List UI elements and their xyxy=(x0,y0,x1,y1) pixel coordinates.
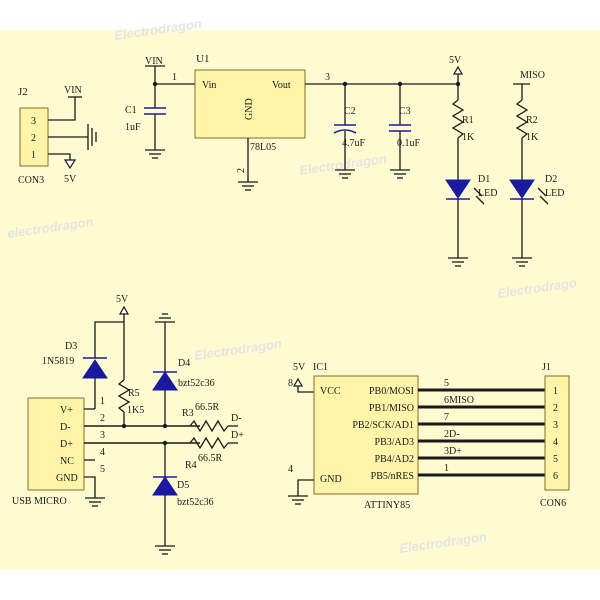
mcu-net-3-dplus: 3D+ xyxy=(444,446,462,457)
vin-net-label: VIN xyxy=(145,56,163,67)
usb-connector-body xyxy=(27,397,85,491)
mcu-pin8: 8 xyxy=(288,378,293,389)
r4-value: 66.5R xyxy=(198,453,223,464)
regulator-section: VIN 1 C1 1uF U1 Vin Vout GND 78L05 2 3 xyxy=(125,53,463,191)
d1-ref: D1 xyxy=(478,174,490,185)
mcu-pin-pb5: PB5/nRES xyxy=(371,471,414,482)
j1-ref: J1 xyxy=(542,362,551,373)
mcu-pin-pb4: PB4/AD2 xyxy=(375,454,414,465)
u1-vin-pin: Vin xyxy=(202,80,216,91)
d1-value: LED xyxy=(478,188,497,199)
mcu-net-2-dminus: 2D- xyxy=(444,429,460,440)
u1-ref: U1 xyxy=(196,53,209,65)
mcu-pin-pb0: PB0/MOSI xyxy=(369,386,414,397)
j2-pin-1: 1 xyxy=(31,150,36,161)
dplus-net-label: D+ xyxy=(231,430,244,441)
r3-ref: R3 xyxy=(182,408,194,419)
d3-ref: D3 xyxy=(65,341,77,352)
d4-ref: D4 xyxy=(178,358,190,369)
r5-value: 1K5 xyxy=(127,405,144,416)
usb-name: USB MICRO xyxy=(12,496,67,507)
usb-pin-dplus: D+ xyxy=(60,439,73,450)
d2-ref: D2 xyxy=(545,174,557,185)
j1-pin-1: 1 xyxy=(553,386,558,397)
mcu-net-1: 1 xyxy=(444,463,449,474)
mcu-pin-pb1: PB1/MISO xyxy=(369,403,414,414)
connector-j2: J2 3 2 1 CON3 VIN 5V xyxy=(18,85,97,186)
c3-ref: C3 xyxy=(399,106,411,117)
usb-5v-label: 5V xyxy=(116,294,129,305)
usb-pin-gnd: GND xyxy=(56,473,78,484)
j1-pin-5: 5 xyxy=(553,454,558,465)
mcu-pin-pb2: PB2/SCK/AD1 xyxy=(352,420,414,431)
c1-ref: C1 xyxy=(125,105,137,116)
c2-value: 4.7uF xyxy=(342,138,366,149)
u1-part: 78L05 xyxy=(250,142,276,153)
j2-vin-label: VIN xyxy=(64,85,82,96)
net-3-label: 3 xyxy=(325,72,330,83)
ic1-ref: IC1 xyxy=(313,362,328,373)
mcu-vcc: VCC xyxy=(320,386,341,397)
j2-5v-label: 5V xyxy=(64,174,77,185)
c1-value: 1uF xyxy=(125,122,141,133)
d4-value: bzt52c36 xyxy=(178,378,215,389)
j2-pin-2: 2 xyxy=(31,133,36,144)
dminus-net-label: D- xyxy=(231,413,242,424)
led-section: R1 1K D1 LED MISO R2 1K D2 LED xyxy=(445,70,564,267)
usb-pin-vplus: V+ xyxy=(60,405,73,416)
j2-pin-3: 3 xyxy=(31,116,36,127)
mcu-pin4: 4 xyxy=(288,464,293,475)
r2-ref: R2 xyxy=(526,115,538,126)
miso-net-label: MISO xyxy=(520,70,545,81)
r2-value: 1K xyxy=(526,132,539,143)
j1-pin-4: 4 xyxy=(553,437,558,448)
mcu-net-7: 7 xyxy=(444,412,449,423)
u1-body xyxy=(194,69,306,139)
usb-num-4: 4 xyxy=(100,447,105,458)
mcu-section: 5V IC1 8 VCC GND PB0/MOSI PB1/MISO PB2/S… xyxy=(287,362,545,511)
r3-value: 66.5R xyxy=(195,402,220,413)
mcu-net-5: 5 xyxy=(444,378,449,389)
attiny85-part: ATTINY85 xyxy=(364,500,410,511)
usb-num-3: 3 xyxy=(100,430,105,441)
usb-num-5: 5 xyxy=(100,464,105,475)
mcu-pin-pb3: PB3/AD3 xyxy=(375,437,414,448)
usb-num-2: 2 xyxy=(100,413,105,424)
j1-pin-3: 3 xyxy=(553,420,558,431)
usb-pin-nc: NC xyxy=(60,456,74,467)
mcu-5v-label: 5V xyxy=(293,362,306,373)
j2-name: CON3 xyxy=(18,175,44,186)
attiny85-body xyxy=(313,375,419,495)
d2-value: LED xyxy=(545,188,564,199)
mcu-gnd: GND xyxy=(320,474,342,485)
d3-value: 1N5819 xyxy=(42,356,74,367)
c3-value: 0.1uF xyxy=(397,138,421,149)
u1-vout-pin: Vout xyxy=(272,80,291,91)
j1-pin-6: 6 xyxy=(553,471,558,482)
j1-name: CON6 xyxy=(540,498,566,509)
d5-value: bzt52c36 xyxy=(177,497,214,508)
usb-num-1: 1 xyxy=(100,396,105,407)
r1-ref: R1 xyxy=(462,115,474,126)
c2-ref: C2 xyxy=(344,106,356,117)
mcu-net-6-miso: 6MISO xyxy=(444,395,474,406)
usb-section: V+ D- D+ NC GND USB MICRO 1 2 3 4 5 D3 1… xyxy=(12,294,244,555)
net-1-label: 1 xyxy=(172,72,177,83)
r1-value: 1K xyxy=(462,132,475,143)
j2-ref: J2 xyxy=(18,86,28,98)
r5-ref: R5 xyxy=(128,388,140,399)
usb-pin-dminus: D- xyxy=(60,422,71,433)
net-2-label: 2 xyxy=(236,168,247,173)
u1-gnd-pin: GND xyxy=(244,98,255,120)
r4-ref: R4 xyxy=(185,460,197,471)
vreg-5v-label: 5V xyxy=(449,55,462,66)
j1-pin-2: 2 xyxy=(553,403,558,414)
connector-j1: J1 1 2 3 4 5 6 CON6 xyxy=(540,362,570,509)
d5-ref: D5 xyxy=(177,480,189,491)
